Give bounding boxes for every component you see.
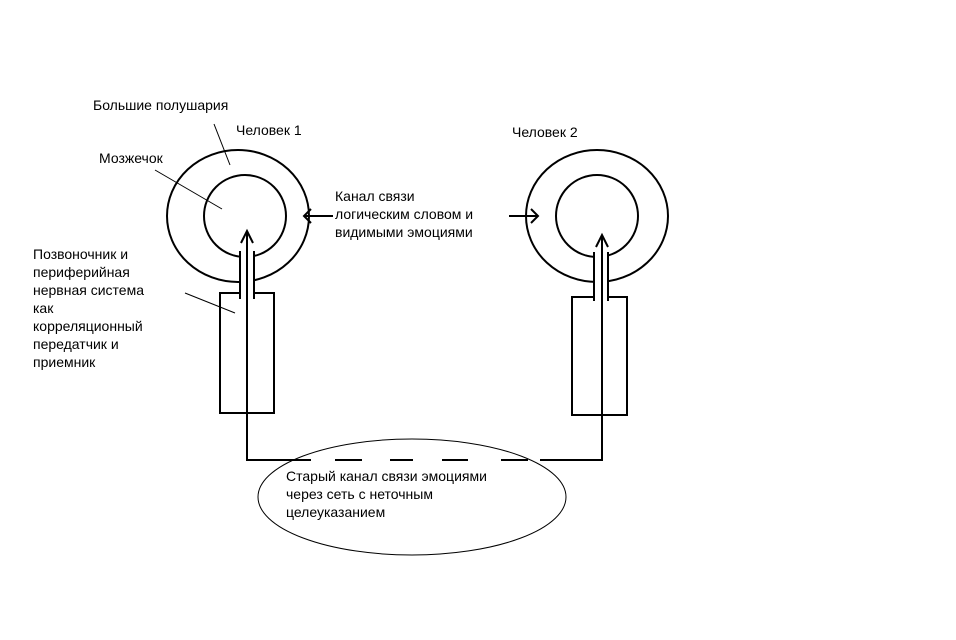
label-line: как xyxy=(33,300,54,316)
label-channel-logical: Канал связи логическим словом и видимыми э… xyxy=(335,187,473,241)
label-line: целеуказанием xyxy=(286,504,386,520)
label-line: через сеть с неточным xyxy=(286,486,433,502)
label-line: Позвоночник и xyxy=(33,246,129,262)
old-channel-ellipse xyxy=(257,438,567,556)
label-line: корреляционный xyxy=(33,318,143,334)
label-person1: Человек 1 xyxy=(236,122,302,138)
person1-arrowhead xyxy=(240,228,254,244)
cerebellum-pointer xyxy=(154,169,223,210)
label-line: нервная система xyxy=(33,282,145,298)
person2-spine xyxy=(571,296,628,416)
label-spine: Позвоночник и периферийная нервная система… xyxy=(33,245,144,371)
channel-arrowhead-left xyxy=(302,208,312,224)
label-line: видимыми эмоциями xyxy=(335,224,473,240)
spine-pointer xyxy=(184,292,236,314)
label-line: периферийная xyxy=(33,264,130,280)
label-person2: Человек 2 xyxy=(512,124,578,140)
label-hemispheres: Большие полушария xyxy=(93,97,229,113)
label-old-channel: Старый канал связи эмоциями через сеть с … xyxy=(286,467,487,521)
label-line: приемник xyxy=(33,354,96,370)
hemispheres-pointer xyxy=(213,123,231,166)
label-line: передатчик и xyxy=(33,336,119,352)
label-line: Старый канал связи эмоциями xyxy=(286,468,487,484)
person2-arrowhead xyxy=(595,232,609,248)
label-line: Канал связи xyxy=(335,188,415,204)
person1-cerebellum xyxy=(203,174,287,258)
label-line: логическим словом и xyxy=(335,206,474,222)
channel-arrowhead-right xyxy=(530,208,540,224)
label-cerebellum: Мозжечок xyxy=(99,150,163,166)
